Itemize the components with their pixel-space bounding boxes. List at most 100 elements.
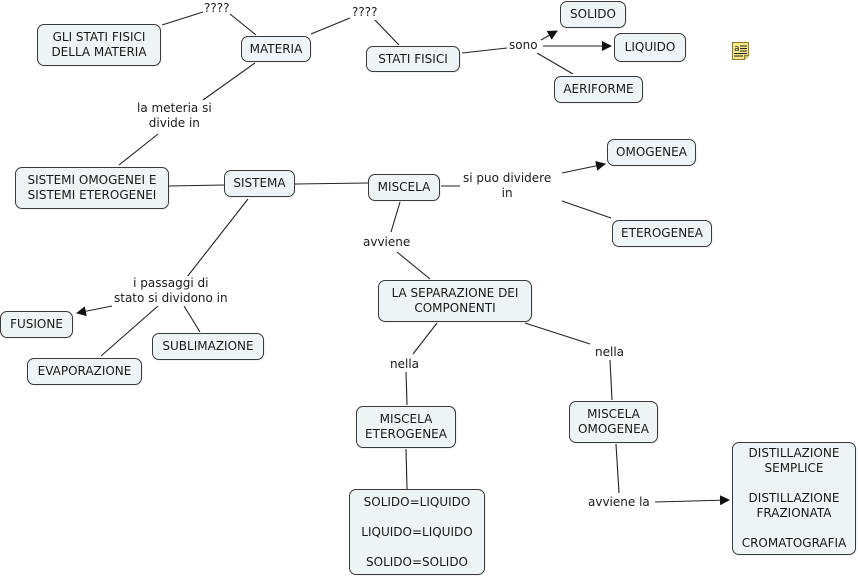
text-line: DISTILLAZIONE (748, 446, 840, 460)
concept-aeriforme[interactable]: AERIFORME (554, 76, 643, 103)
concept-omogenea[interactable]: OMOGENEA (607, 139, 696, 166)
link-line (461, 47, 508, 54)
link-line (186, 198, 249, 278)
text-line: OMOGENEA (578, 422, 649, 436)
concept-combinazioni-stati[interactable]: SOLIDO=LIQUIDO LIQUIDO=LIQUIDO SOLIDO=SOLI… (349, 489, 485, 575)
text-line: DELLA MATERIA (51, 45, 147, 59)
text-line: FUSIONE (10, 317, 63, 331)
text-line: LIQUIDO=LIQUIDO (361, 524, 473, 539)
text-line: MATERIA (249, 41, 303, 56)
link-label-sono[interactable]: sono (508, 38, 539, 53)
text-line: SISTEMI OMOGENEI E (27, 173, 157, 187)
text-line: LIQUIDO (624, 40, 676, 54)
link-label-nella-2[interactable]: nella (594, 345, 626, 360)
text-line: nella (595, 345, 625, 359)
link-line (183, 305, 201, 333)
text-line: SOLIDO=LIQUIDO (363, 494, 471, 509)
text-line: stato si dividono in (114, 291, 228, 305)
link-line (396, 251, 431, 280)
text-line: SUBLIMAZIONE (162, 339, 254, 353)
text-line: EVAPORAZIONE (37, 364, 132, 378)
text-line: si puo dividere (463, 171, 552, 185)
text-line: DISTILLAZIONE (748, 491, 840, 505)
text-line: i passaggi di (133, 276, 209, 290)
link-line (310, 17, 351, 35)
link-line (524, 322, 591, 345)
link-label-nella-1[interactable]: nella (389, 357, 421, 372)
text-line: MISCELA (587, 407, 640, 421)
text-line: avviene (363, 235, 411, 249)
link-line (536, 52, 574, 75)
text-line: divide in (148, 116, 200, 130)
text-line: SOLIDO=SOLIDO (366, 554, 468, 569)
text-line: MISCELA (377, 180, 431, 194)
text-line: la meteria si (137, 101, 212, 115)
link-line (405, 448, 408, 490)
link-line (100, 305, 159, 357)
link-line (294, 182, 369, 185)
link-label-question-2[interactable]: ???? (351, 5, 379, 20)
text-line: SISTEMA (233, 176, 286, 190)
concept-fusione[interactable]: FUSIONE (0, 311, 73, 338)
text-line: ???? (204, 1, 230, 15)
link-line (615, 443, 620, 494)
text-line: nella (390, 357, 420, 371)
text-line: OMOGENEA (616, 145, 687, 159)
link-line (540, 30, 558, 41)
concept-sistema[interactable]: SISTEMA (224, 170, 295, 197)
link-line (118, 133, 159, 166)
text-line: SOLIDO (570, 7, 616, 21)
link-line (654, 495, 730, 506)
text-line: CROMATOGRAFIA (741, 536, 847, 550)
link-line (161, 11, 204, 26)
link-line (390, 201, 401, 233)
link-label-avviene-la[interactable]: avviene la (587, 495, 651, 510)
link-label-avviene[interactable]: avviene (362, 235, 412, 250)
concept-evaporazione[interactable]: EVAPORAZIONE (27, 358, 142, 385)
link-line (609, 359, 613, 401)
text-line: FRAZIONATA (756, 506, 832, 520)
text-line: in (501, 186, 513, 200)
text-line: COMPONENTI (414, 301, 496, 315)
link-line (561, 200, 612, 219)
text-line: ???? (352, 5, 378, 19)
link-line (561, 160, 606, 174)
link-line (412, 322, 438, 355)
text-line: LA SEPARAZIONE DEI (391, 286, 519, 300)
concept-sublimazione[interactable]: SUBLIMAZIONE (152, 333, 264, 360)
svg-text:a: a (734, 44, 740, 54)
concept-materia[interactable]: MATERIA (241, 36, 311, 62)
link-line (405, 371, 408, 406)
text-line: SEMPLICE (764, 461, 824, 475)
text-line: sono (509, 38, 538, 52)
link-line (202, 62, 256, 101)
text-line: STATI FISICI (378, 51, 448, 66)
concept-eterogenea[interactable]: ETEROGENEA (612, 220, 712, 247)
link-line (76, 305, 113, 317)
text-line: ETEROGENEA (621, 226, 703, 240)
text-line: MISCELA (379, 412, 433, 426)
concept-stati-fisici[interactable]: STATI FISICI (366, 46, 460, 72)
text-line: ETEROGENEA (365, 427, 447, 441)
text-line: avviene la (588, 495, 650, 509)
annotation-note-icon[interactable]: a (732, 42, 749, 60)
link-line (168, 184, 225, 187)
concept-miscela[interactable]: MISCELA (368, 174, 440, 201)
link-line (373, 18, 400, 46)
concept-solido[interactable]: SOLIDO (560, 1, 626, 28)
link-label-question-1[interactable]: ???? (203, 1, 231, 16)
link-line (229, 13, 257, 36)
text-line: SISTEMI ETEROGENEI (27, 188, 157, 202)
concept-liquido[interactable]: LIQUIDO (614, 33, 686, 62)
text-line: GLI STATI FISICI (52, 30, 146, 44)
